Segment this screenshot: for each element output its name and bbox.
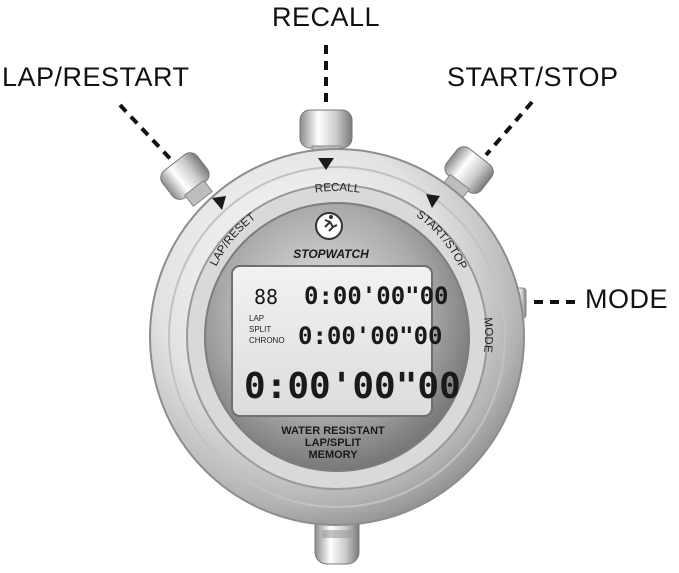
runner-logo-icon — [315, 212, 343, 240]
bezel-mode-label: MODE — [481, 317, 494, 354]
callout-lines — [118, 45, 580, 304]
start-stop-callout-line — [484, 100, 534, 157]
lap-marker-icon — [212, 196, 226, 210]
chrono-indicator-label: CHRONO — [249, 336, 285, 345]
bezel-recall-label: RECALL — [314, 182, 362, 196]
recall-marker-icon — [318, 158, 334, 170]
lcd-display — [231, 265, 433, 417]
row2-time: 0:00'00"00 — [298, 322, 443, 350]
row3-main-time: 0:00'00"00 — [244, 366, 461, 407]
recall-callout-label: RECALL — [272, 2, 381, 32]
button-markers — [212, 158, 440, 210]
start-stop-button[interactable] — [434, 143, 497, 206]
lap-indicator-label: LAP — [249, 314, 264, 323]
start-marker-icon — [426, 194, 440, 208]
lap-restart-callout-line — [118, 103, 178, 167]
split-indicator-label: SPLIT — [249, 325, 271, 334]
mode-callout-label: MODE — [585, 284, 668, 314]
brand-label: STOPWATCH — [293, 247, 369, 261]
lap-restart-button[interactable] — [157, 149, 220, 212]
stopwatch-face: STOPWATCH 88 0:00'00"00 LAP SPLIT CHRONO… — [204, 202, 470, 472]
lap-restart-callout-label: LAP/RESTART — [2, 62, 190, 92]
row1-prefix-digits: 88 — [254, 285, 278, 309]
water-resistant-label: WATER RESISTANT — [281, 425, 385, 437]
row1-time: 0:00'00"00 — [304, 282, 449, 310]
lap-split-label: LAP/SPLIT — [305, 437, 362, 449]
memory-label: MEMORY — [308, 449, 358, 461]
start-stop-callout-label: START/STOP — [447, 62, 619, 92]
